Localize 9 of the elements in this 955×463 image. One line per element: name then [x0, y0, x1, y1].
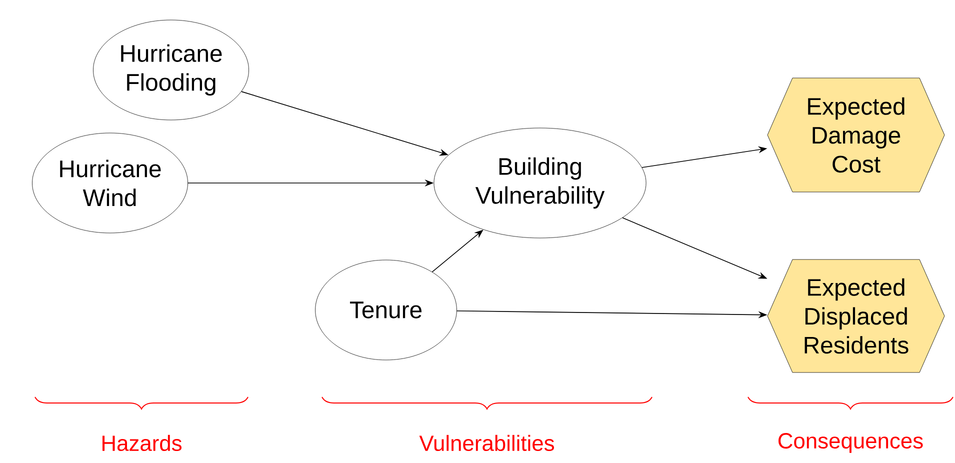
group-label: Hazards: [102, 434, 182, 452]
ellipse-node: Hurricane Flooding: [93, 20, 249, 120]
hexagon-node: Expected Displaced Residents: [767, 259, 945, 373]
ellipse-node: Hurricane Wind: [32, 132, 188, 234]
ellipse-node: Building Vulnerability: [434, 128, 646, 238]
group-label: Vulnerabilities: [419, 434, 554, 452]
ellipse-node: Tenure: [315, 260, 457, 360]
group-label: Consequences: [778, 433, 923, 453]
hexagon-node: Expected Damage Cost: [767, 78, 945, 192]
